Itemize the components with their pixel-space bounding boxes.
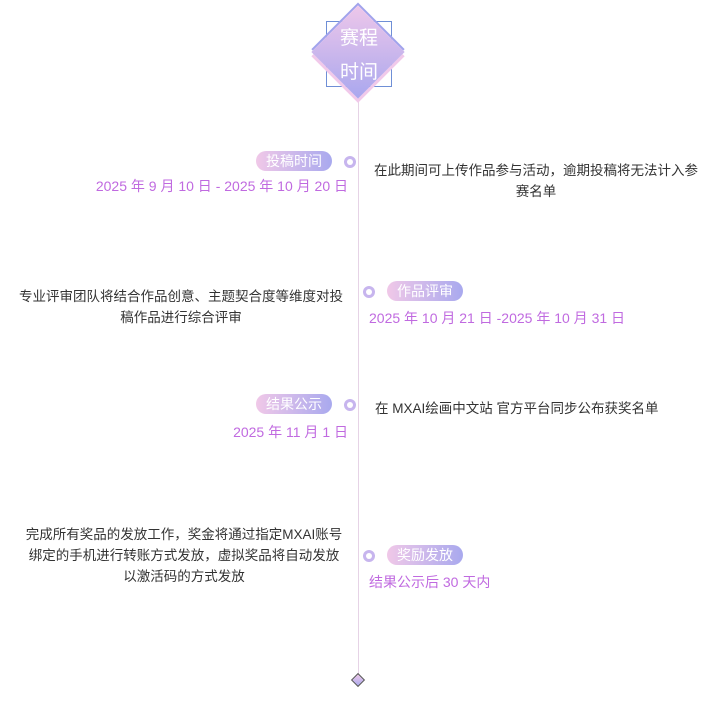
timeline-dot <box>344 156 356 168</box>
stage-description: 完成所有奖品的发放工作，奖金将通过指定MXAI账号绑定的手机进行转账方式发放，虚… <box>25 527 343 584</box>
stage-date: 结果公示后 30 天内 <box>369 574 491 590</box>
stage-date: 2025 年 9 月 10 日 - 2025 年 10 月 20 日 <box>95 178 348 194</box>
title-line-2: 时间 <box>339 62 378 83</box>
header-title: 赛程时间 <box>326 22 392 90</box>
stage-date: 2025 年 11 月 1 日 <box>233 424 348 440</box>
timeline-dot <box>363 550 375 562</box>
timeline-end-diamond-icon <box>350 672 366 688</box>
stage-label-review: 作品评审 <box>387 281 463 301</box>
timeline-dot <box>344 399 356 411</box>
stage-date: 2025 年 10 月 21 日 -2025 年 10 月 31 日 <box>369 310 626 326</box>
timeline-dot <box>363 286 375 298</box>
stage-label-rewards: 奖励发放 <box>387 545 463 565</box>
stage-description: 在此期间可上传作品参与活动，逾期投稿将无法计入参赛名单 <box>374 163 698 199</box>
timeline-axis <box>358 98 359 674</box>
stage-description: 专业评审团队将结合作品创意、主题契合度等维度对投稿作品进行综合评审 <box>19 289 343 325</box>
stage-label-submission: 投稿时间 <box>256 151 332 171</box>
title-line-1: 赛程 <box>339 28 378 49</box>
stage-description: 在 MXAI绘画中文站 官方平台同步公布获奖名单 <box>375 401 659 416</box>
stage-label-results: 结果公示 <box>256 394 332 414</box>
